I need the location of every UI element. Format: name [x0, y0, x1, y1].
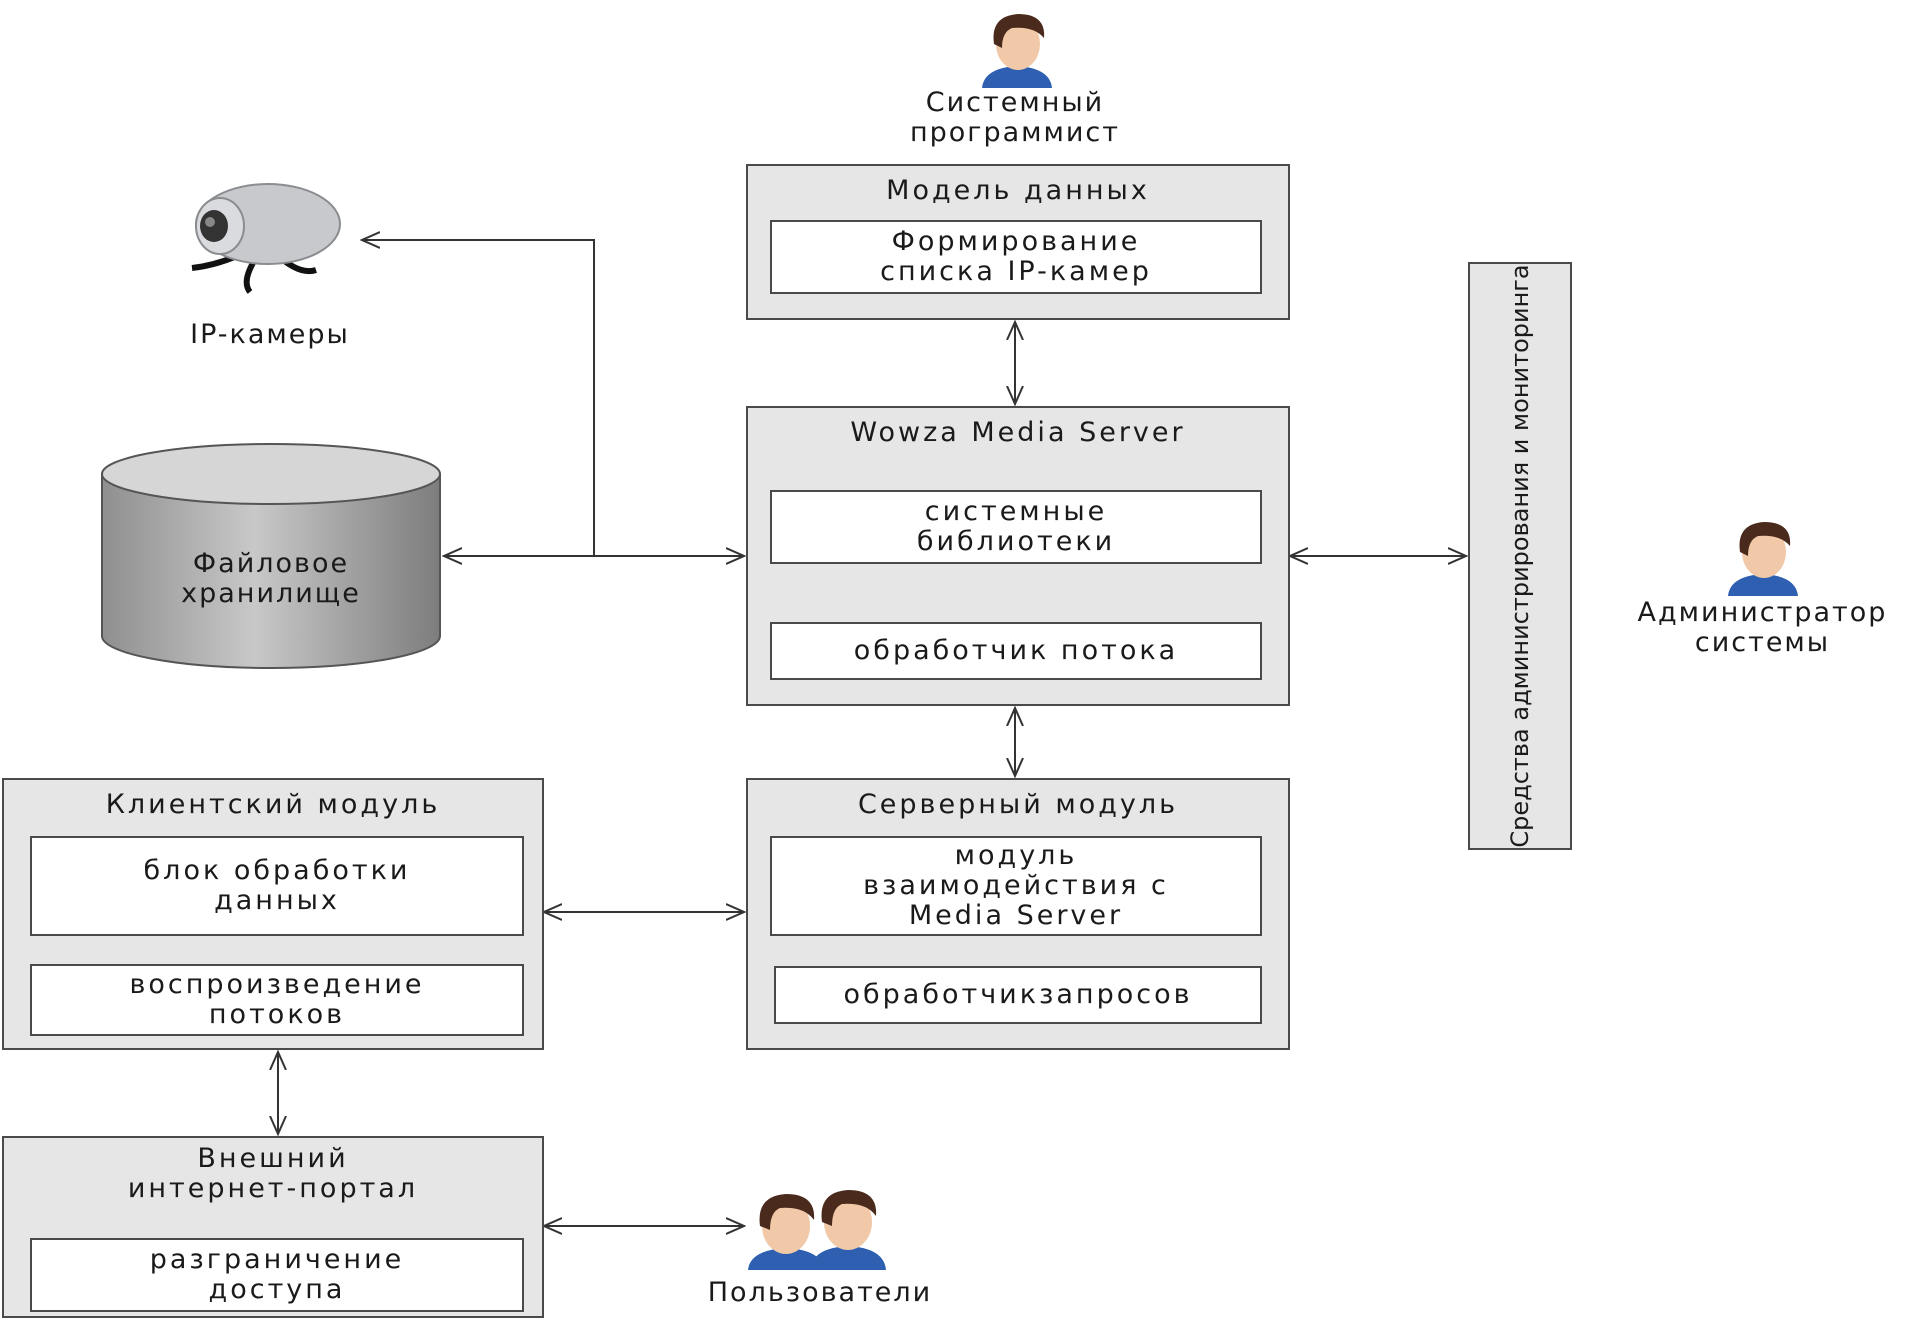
client-module-block: Клиентский модуль блок обработки данных … [2, 778, 544, 1050]
access-control-box: разграничение доступа [30, 1238, 524, 1312]
system-libraries-text: системные библиотеки [916, 496, 1116, 557]
admin-label: Администратор системы [1637, 597, 1888, 658]
system-libraries-box: системные библиотеки [770, 490, 1262, 564]
admin-monitoring-tools-label: Средства администрирования и мониторинга [1506, 264, 1534, 848]
server-module-block: Серверный модуль модуль взаимодействия с… [746, 778, 1290, 1050]
data-model-title: Модель данных [886, 175, 1150, 206]
request-handler-text: обработчикзапросов [843, 979, 1193, 1010]
data-model-block: Модель данных Формирование списка IP-кам… [746, 164, 1290, 320]
access-control-text: разграничение доступа [149, 1244, 405, 1305]
data-processing-text: блок обработки данных [143, 855, 411, 916]
admin-monitoring-tools-block: Средства администрирования и мониторинга [1468, 262, 1572, 850]
stream-playback-text: воспроизведение потоков [129, 969, 425, 1030]
stream-handler-box: обработчик потока [770, 622, 1262, 680]
wowza-media-server-block: Wowza Media Server системные библиотеки … [746, 406, 1290, 706]
ip-cameras-label: IP-камеры [190, 319, 350, 350]
file-storage-label: Файловое хранилище [181, 548, 361, 609]
camera-list-box: Формирование списка IP-камер [770, 220, 1262, 294]
media-server-interaction-box: модуль взаимодействия с Media Server [770, 836, 1262, 936]
internet-portal-block: Внешний интернет-портал разграничение до… [2, 1136, 544, 1318]
system-programmer-label: Системный программист [909, 87, 1121, 148]
request-handler-box: обработчикзапросов [774, 966, 1262, 1024]
stream-handler-text: обработчик потока [853, 635, 1179, 666]
webcam-icon [191, 183, 341, 294]
server-module-title: Серверный модуль [857, 789, 1179, 820]
internet-portal-title: Внешний интернет-портал [127, 1143, 419, 1204]
stream-playback-box: воспроизведение потоков [30, 964, 524, 1036]
arrow-cameras [362, 240, 595, 556]
system-programmer-icon [982, 14, 1052, 88]
data-processing-box: блок обработки данных [30, 836, 524, 936]
media-server-interaction-text: модуль взаимодействия с Media Server [863, 840, 1169, 931]
wowza-title: Wowza Media Server [850, 417, 1186, 448]
database-cylinder-icon [101, 443, 441, 669]
users-label: Пользователи [707, 1277, 933, 1308]
users-icon [748, 1190, 886, 1270]
admin-icon [1728, 522, 1798, 596]
client-module-title: Клиентский модуль [105, 789, 441, 820]
camera-list-text: Формирование списка IP-камер [880, 226, 1152, 287]
